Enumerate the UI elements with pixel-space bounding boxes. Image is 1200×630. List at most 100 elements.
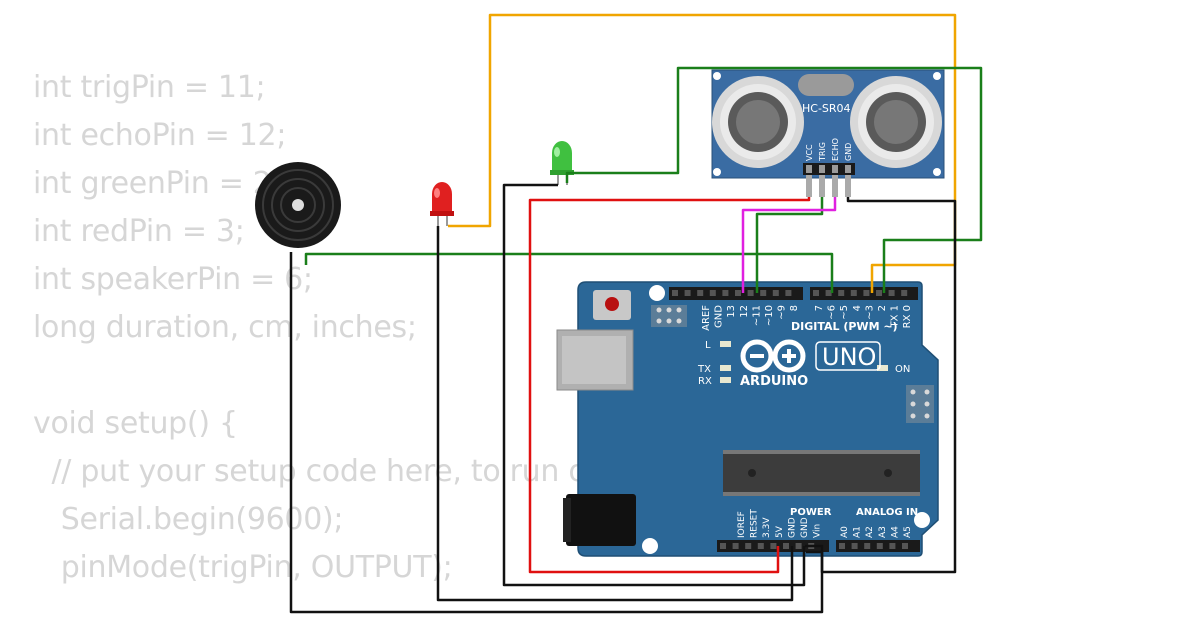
board-model: UNO xyxy=(822,343,876,371)
wire-green-led-to-pin2 xyxy=(565,66,983,293)
transducer-right-icon xyxy=(850,76,942,168)
pin-label: RX 0 xyxy=(902,305,913,328)
header-pin-hole[interactable] xyxy=(785,290,792,296)
header-pin-hole[interactable] xyxy=(735,290,741,296)
crystal-oscillator xyxy=(798,74,854,96)
code-line: int greenPin = 2; xyxy=(33,166,282,201)
header-pin-hole[interactable] xyxy=(720,543,726,549)
header-pin-hole[interactable] xyxy=(876,290,882,296)
pin-label: GND xyxy=(844,143,853,161)
header-pin-hole[interactable] xyxy=(902,543,908,549)
pin-label: TX 1 xyxy=(890,305,901,329)
pin-label: 4 xyxy=(852,305,863,311)
header-pin-hole[interactable] xyxy=(732,543,739,549)
header-pin-hole[interactable] xyxy=(770,543,777,549)
header-pin-hole[interactable] xyxy=(863,290,870,296)
code-line: int trigPin = 11; xyxy=(33,70,266,105)
piezo-buzzer-icon[interactable] xyxy=(255,162,341,248)
svg-text:RX: RX xyxy=(698,376,712,387)
wire-buzzer-gnd xyxy=(289,252,824,614)
header-pin-hole[interactable] xyxy=(851,543,858,549)
header-pin-hole[interactable] xyxy=(838,290,845,296)
pin-label: GND xyxy=(787,517,797,538)
hc-sr04-sensor[interactable]: HC-SR04 VCC TRIG ECHO GND xyxy=(711,69,945,197)
pin-label: 3.3V xyxy=(762,517,772,538)
pin-label: A4 xyxy=(890,526,900,538)
header-pin-hole[interactable] xyxy=(839,543,845,549)
pin-label: A3 xyxy=(878,526,888,538)
header-pin-hole[interactable] xyxy=(850,290,857,296)
wire-red-led-to-pin3 xyxy=(448,13,957,293)
header-pin-hole[interactable] xyxy=(772,290,779,296)
pin-label: ~11 xyxy=(751,305,762,326)
uno-badge xyxy=(815,341,881,371)
pin-label: AREF xyxy=(701,305,712,331)
pin-label: 7 xyxy=(814,305,825,311)
pin-label: Vin xyxy=(813,524,823,538)
led-tx: TX xyxy=(697,364,731,375)
wire-echo-to-pin12 xyxy=(741,197,837,293)
header-pin-hole[interactable] xyxy=(783,543,789,549)
pin-label: TRIG xyxy=(818,142,827,162)
code-line: int echoPin = 12; xyxy=(33,118,287,153)
pin-label: ~10 xyxy=(764,305,775,326)
icsp-header xyxy=(651,305,687,327)
led-rx: RX xyxy=(698,376,731,387)
code-line: Serial.begin(9600); xyxy=(33,502,344,537)
green-led-icon[interactable] xyxy=(550,141,574,185)
code-line: int speakerPin = 6; xyxy=(33,262,313,297)
wire-green-led-gnd xyxy=(502,183,806,587)
wire-red-led-gnd xyxy=(436,226,794,602)
header-pin-hole[interactable] xyxy=(760,290,767,296)
svg-text:ON: ON xyxy=(895,364,910,375)
pin-label: 8 xyxy=(789,305,800,311)
header-pin-hole[interactable] xyxy=(745,543,752,549)
code-line: int redPin = 3; xyxy=(33,214,245,249)
digital-header-label: DIGITAL (PWM ~) xyxy=(791,320,898,333)
header-pin-hole[interactable] xyxy=(757,543,764,549)
pin-label: A2 xyxy=(865,526,875,538)
mount-hole-icon xyxy=(649,285,665,301)
board-brand: ARDUINO xyxy=(740,374,808,389)
header-pin-hole[interactable] xyxy=(709,290,716,296)
header-pin-hole[interactable] xyxy=(672,290,678,296)
header-pin-hole[interactable] xyxy=(795,543,802,549)
wire-vcc-to-5v xyxy=(528,197,811,574)
pin-label: 2 xyxy=(877,305,888,311)
header-pin-hole[interactable] xyxy=(697,290,704,296)
code-line: pinMode(trigPin, OUTPUT); xyxy=(33,550,453,585)
header-pin-hole[interactable] xyxy=(722,290,729,296)
header-pin-hole[interactable] xyxy=(876,543,883,549)
header-pin-hole[interactable] xyxy=(888,290,895,296)
atmega-chip xyxy=(723,450,920,496)
icsp-header-right xyxy=(906,385,934,423)
pin-label: 12 xyxy=(739,305,750,318)
pin-label: ~3 xyxy=(864,305,875,320)
header-pin-hole[interactable] xyxy=(813,290,819,296)
led-on: ON xyxy=(877,364,910,375)
reset-button-cap-icon xyxy=(605,297,619,311)
sensor-model: HC-SR04 xyxy=(802,102,851,115)
header-pin-hole[interactable] xyxy=(901,290,908,296)
power-jack xyxy=(563,494,636,546)
header-pin-hole[interactable] xyxy=(889,543,896,549)
analog-label: ANALOG IN xyxy=(856,507,918,518)
pin-label: ECHO xyxy=(831,138,840,161)
header-pin-hole[interactable] xyxy=(684,290,691,296)
led-l: L xyxy=(705,340,731,351)
pin-label: IOREF xyxy=(737,511,747,538)
pin-label: ~9 xyxy=(777,305,788,320)
header-pin-hole[interactable] xyxy=(825,290,832,296)
header-pin-hole[interactable] xyxy=(864,543,871,549)
pin-label: 13 xyxy=(726,305,737,318)
red-led-icon[interactable] xyxy=(430,182,454,226)
sensor-pin-header[interactable] xyxy=(803,163,855,175)
wire-sensor-gnd xyxy=(805,197,957,574)
code-line: void setup() { xyxy=(33,406,238,441)
arduino-logo-icon xyxy=(740,339,806,373)
pin-label: A1 xyxy=(853,526,863,538)
pin-label: VCC xyxy=(805,144,814,161)
header-pin-hole[interactable] xyxy=(747,290,754,296)
pin-label: RESET xyxy=(750,509,760,538)
